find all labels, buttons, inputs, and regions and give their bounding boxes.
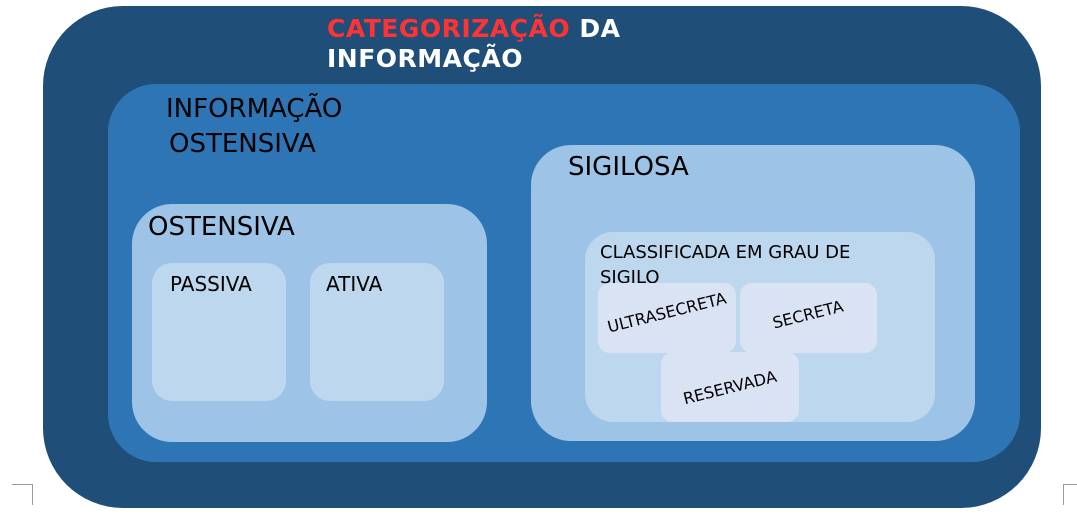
info-ostensiva-line1: INFORMAÇÃO — [166, 94, 343, 124]
info-ostensiva-label: INFORMAÇÃO OSTENSIVA — [166, 92, 342, 162]
secreta-box — [740, 283, 877, 353]
passiva-box — [152, 263, 286, 401]
ativa-box — [310, 263, 444, 401]
title-rest: DA — [570, 14, 621, 43]
passiva-label: PASSIVA — [170, 272, 252, 296]
info-ostensiva-line2: OSTENSIVA — [169, 129, 316, 159]
reservada-box — [661, 352, 799, 422]
sigilosa-label: SIGILOSA — [568, 152, 689, 182]
crop-mark-left — [12, 484, 33, 505]
title-accent: CATEGORIZAÇÃO — [327, 14, 571, 43]
title-line2: INFORMAÇÃO — [327, 44, 523, 73]
ativa-label: ATIVA — [326, 272, 383, 296]
crop-mark-right — [1063, 484, 1077, 505]
ostensiva-label: OSTENSIVA — [148, 212, 295, 242]
ultrasecreta-box — [598, 283, 736, 353]
diagram-title: CATEGORIZAÇÃO DA INFORMAÇÃO — [327, 14, 620, 74]
classificada-label: CLASSIFICADA EM GRAU DE SIGILO — [600, 242, 851, 288]
